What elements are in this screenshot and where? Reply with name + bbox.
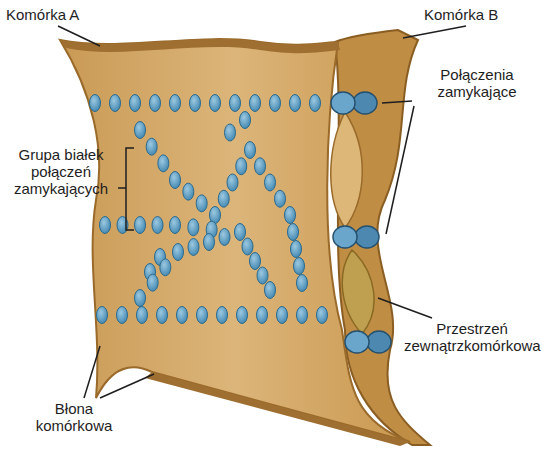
protein <box>297 307 308 324</box>
protein <box>204 234 215 251</box>
junction-protein <box>331 92 355 114</box>
protein <box>188 239 199 256</box>
protein <box>177 307 188 324</box>
protein <box>90 95 101 112</box>
protein <box>197 307 208 324</box>
cell-a-membrane <box>60 39 410 442</box>
protein <box>227 174 238 191</box>
protein <box>219 229 230 246</box>
protein <box>147 274 158 291</box>
protein <box>257 307 268 324</box>
protein <box>190 95 201 112</box>
protein <box>170 217 181 234</box>
protein <box>157 307 168 324</box>
protein <box>310 95 321 112</box>
protein <box>265 174 276 191</box>
protein <box>235 224 246 241</box>
junction-protein <box>353 92 377 114</box>
protein <box>100 217 111 234</box>
part-label: Błona komórkowa <box>24 400 124 434</box>
protein <box>297 275 308 292</box>
protein <box>210 95 221 112</box>
membrane-top-edge <box>60 39 340 53</box>
leader-line <box>386 106 414 234</box>
part-label: Grupa białek połączeń zamykających <box>4 146 118 197</box>
protein <box>270 95 281 112</box>
bracket <box>126 148 134 230</box>
protein <box>237 307 248 324</box>
protein <box>97 307 108 324</box>
protein <box>170 172 181 189</box>
protein <box>236 158 247 175</box>
protein <box>110 95 121 112</box>
protein <box>250 95 261 112</box>
leader-line <box>378 298 432 318</box>
protein <box>218 190 229 207</box>
protein <box>230 95 241 112</box>
protein <box>160 259 171 276</box>
protein <box>255 158 266 175</box>
protein <box>188 219 199 236</box>
junction-protein <box>355 226 379 248</box>
protein <box>135 217 146 234</box>
part-label: Przestrzeń zewnątrzkomórkowa <box>404 320 540 354</box>
protein <box>196 195 207 212</box>
cell-label: Komórka B <box>424 6 538 23</box>
cell-label: Komórka A <box>6 6 116 23</box>
leader-line <box>118 187 126 189</box>
protein <box>158 155 169 172</box>
protein <box>265 282 276 299</box>
protein <box>245 142 256 159</box>
protein <box>250 253 261 270</box>
protein <box>135 122 146 139</box>
leader-line <box>84 346 100 398</box>
protein <box>275 190 286 207</box>
leader-line <box>58 26 100 46</box>
extracellular-space <box>342 250 374 334</box>
junction-protein <box>333 226 357 248</box>
part-label: Połączenia zamykające <box>414 66 540 100</box>
protein <box>290 95 301 112</box>
protein <box>240 112 251 129</box>
protein <box>225 124 236 141</box>
protein <box>277 307 288 324</box>
protein <box>257 267 268 284</box>
protein-group <box>90 95 328 324</box>
leader-line <box>403 26 466 38</box>
protein <box>217 307 228 324</box>
leader-line <box>100 374 154 398</box>
protein <box>288 224 299 241</box>
junction-protein <box>367 331 391 353</box>
protein <box>152 217 163 234</box>
protein <box>242 238 253 255</box>
protein <box>135 290 146 307</box>
protein <box>137 307 148 324</box>
leader-line <box>382 101 412 103</box>
extracellular-space <box>331 112 363 228</box>
protein <box>317 307 328 324</box>
protein <box>285 207 296 224</box>
protein <box>183 183 194 200</box>
protein <box>146 138 157 155</box>
protein <box>291 241 302 258</box>
protein <box>117 307 128 324</box>
membrane-bottom-edge <box>145 372 410 446</box>
protein <box>150 95 161 112</box>
protein <box>130 95 141 112</box>
protein <box>173 244 184 261</box>
protein <box>294 258 305 275</box>
junction-protein-pairs <box>331 92 391 353</box>
protein <box>170 95 181 112</box>
junction-protein <box>345 331 369 353</box>
